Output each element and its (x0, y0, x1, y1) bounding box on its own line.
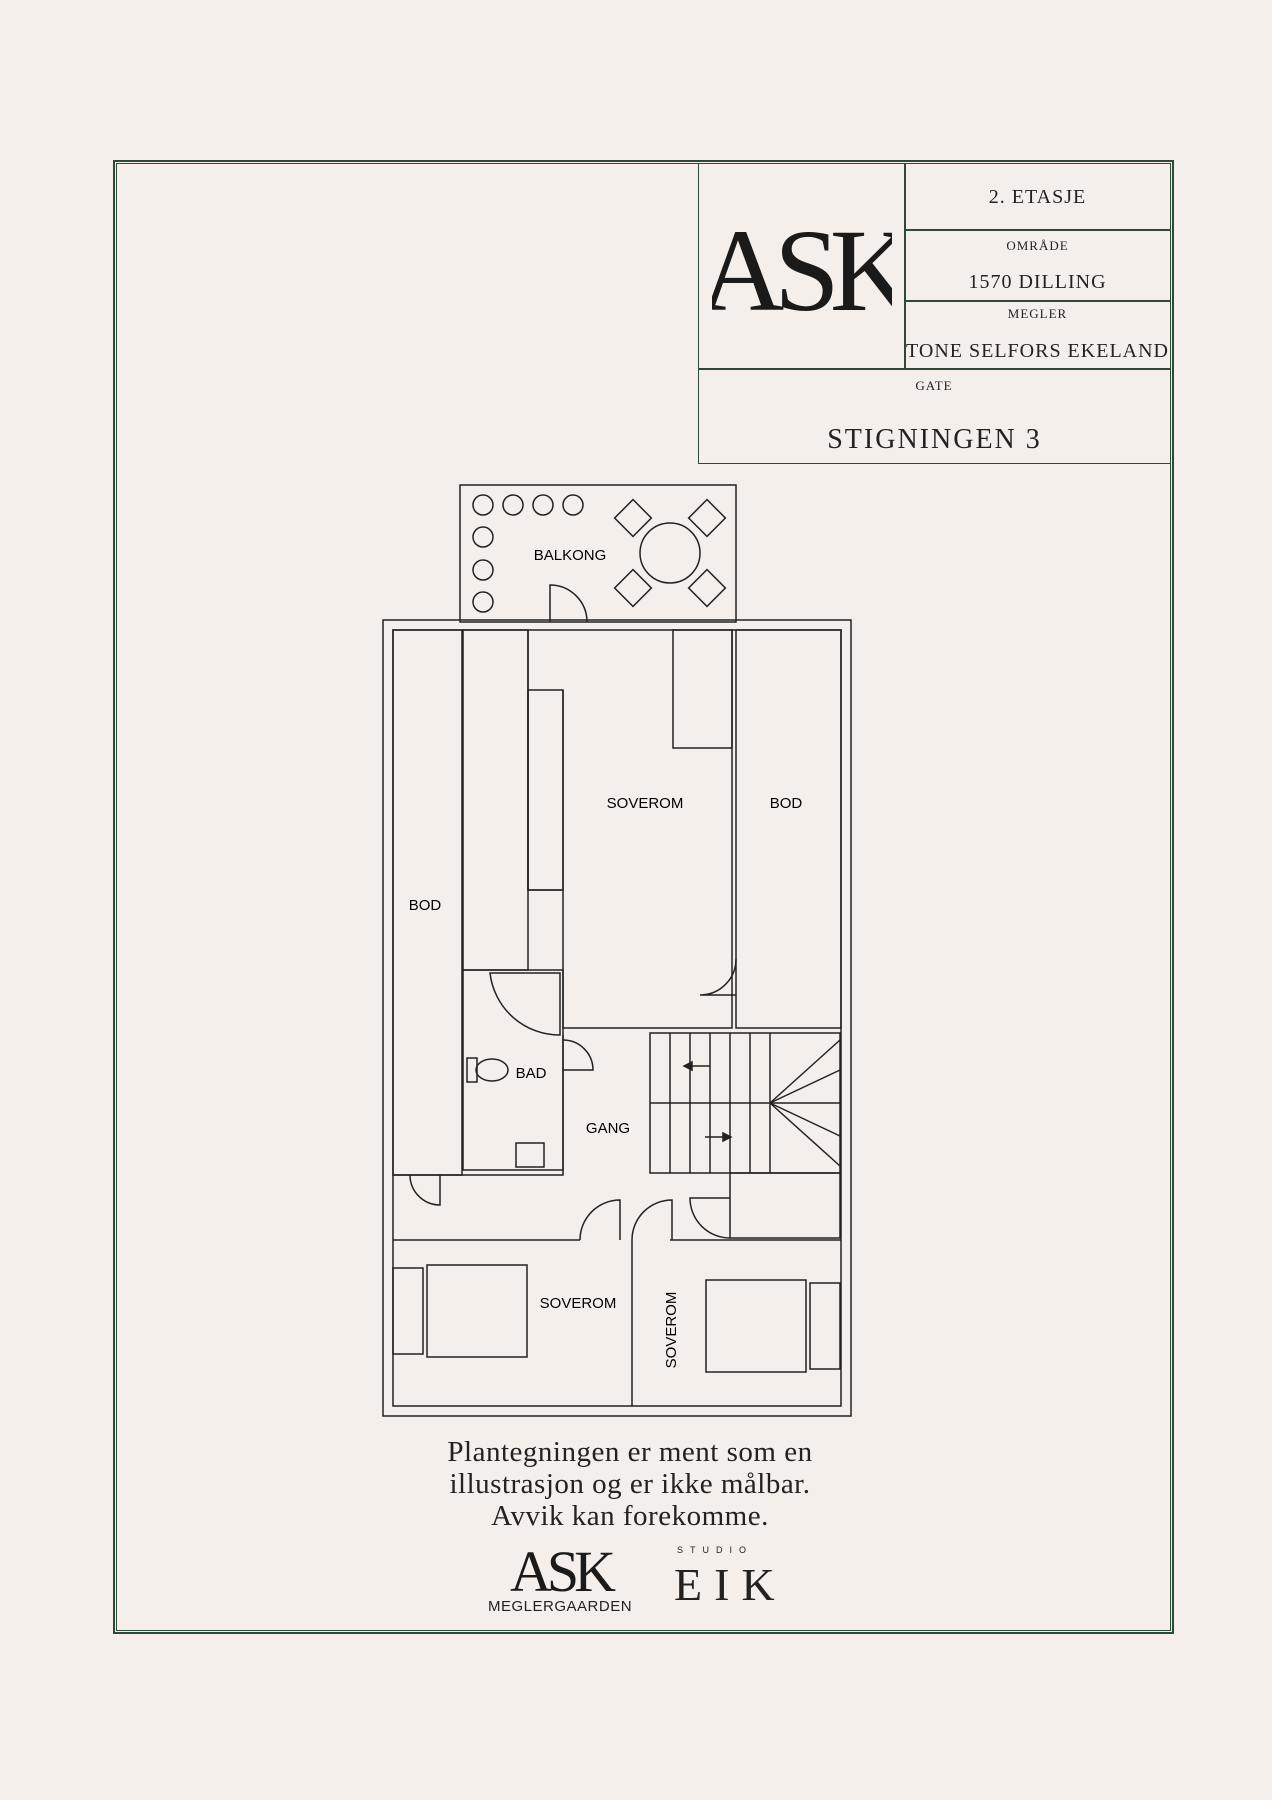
label-bedroom-bottom-right: SOVEROM (663, 1292, 680, 1369)
eik-studio-label: STUDIO (677, 1545, 754, 1555)
door-closet (689, 1197, 731, 1239)
ask-logo: ASK (712, 205, 892, 320)
house-outer-wall (382, 619, 852, 1417)
balcony-chair-2 (687, 498, 727, 538)
wardrobe (527, 689, 564, 891)
bathroom-outline (462, 969, 564, 1171)
bed-left (426, 1264, 528, 1358)
label-bod-right: BOD (770, 795, 803, 812)
door-bed-left (579, 1199, 621, 1241)
disclaimer-line-3: Avvik kan forekomme. (491, 1500, 769, 1532)
stair-arrows (682, 1060, 733, 1143)
door-left-bod (409, 1174, 441, 1206)
shower-corner (489, 972, 561, 1036)
disclaimer: Plantegningen er ment som en illustrasjo… (380, 1436, 880, 1532)
bedside-cabinet (672, 629, 733, 749)
hallway-walls (393, 1035, 564, 1176)
closet-column (462, 629, 529, 971)
floor-label: 2. ETASJE (988, 186, 1087, 208)
lower-closet (729, 1172, 841, 1239)
ask-footer-logo: ASK (510, 1539, 616, 1604)
toilet (475, 1058, 509, 1082)
balcony-chair-3 (613, 568, 653, 608)
balcony-chair-1 (613, 498, 653, 538)
agent-value: TONE SELFORS EKELAND (906, 340, 1169, 362)
bed-left-headboard (392, 1267, 424, 1355)
title-block (698, 163, 1171, 464)
page-frame (113, 160, 1174, 1634)
balcony-outline (459, 484, 737, 623)
title-divider-3 (698, 368, 1171, 370)
bed-right-headboard (809, 1282, 841, 1370)
area-caption: OMRÅDE (1006, 238, 1069, 253)
label-balcony: BALKONG (534, 547, 607, 564)
toilet-tank (466, 1057, 478, 1083)
disclaimer-line-2: illustrasjon og er ikke målbar. (449, 1468, 811, 1500)
house-inner-wall (392, 629, 842, 1407)
title-divider-2 (904, 300, 1171, 302)
agent-caption: MEGLER (1007, 306, 1068, 321)
balcony-table (639, 522, 701, 584)
door-bath (562, 1039, 594, 1071)
area-value: 1570 DILLING (968, 271, 1107, 293)
walls (382, 484, 852, 1417)
right-bod-outline (735, 629, 842, 1029)
door-balcony (549, 584, 588, 623)
ask-footer-sub: MEGLERGAARDEN (488, 1598, 633, 1615)
title-divider-vertical (904, 163, 906, 368)
sink (515, 1142, 545, 1168)
balcony-chair-4 (687, 568, 727, 608)
plants (472, 494, 584, 613)
title-divider-1 (904, 229, 1171, 231)
street-caption: GATE (915, 378, 953, 393)
label-bedroom-top: SOVEROM (607, 795, 684, 812)
label-hallway: GANG (586, 1120, 630, 1137)
disclaimer-line-1: Plantegningen er ment som en (447, 1436, 813, 1468)
label-bedroom-bottom-left: SOVEROM (540, 1295, 617, 1312)
door-bod-right (699, 958, 737, 996)
eik-logo: EIK (674, 1559, 787, 1610)
door-bed-right (631, 1199, 673, 1241)
ask-logo-text: ASK (712, 205, 892, 320)
label-bod-left: BOD (409, 897, 442, 914)
label-bathroom: BAD (516, 1065, 547, 1082)
street-value: STIGNINGEN 3 (827, 424, 1042, 455)
bed-right (705, 1279, 807, 1373)
